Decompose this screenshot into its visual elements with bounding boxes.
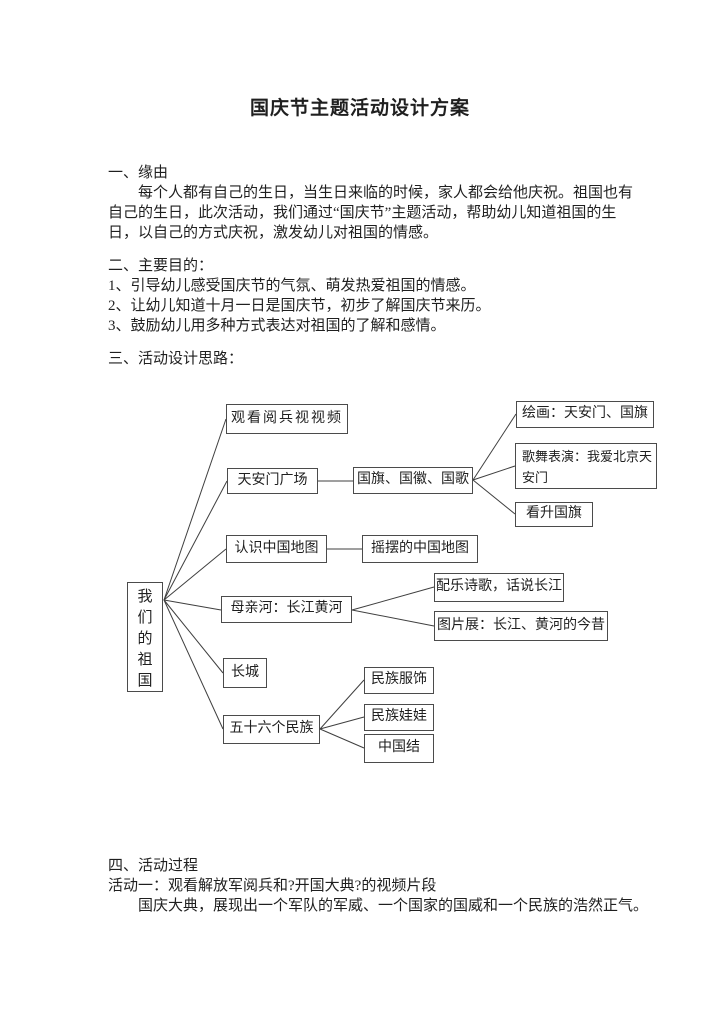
diagram-node-fifty-six-ethnic-groups: 五十六个民族 — [223, 715, 320, 744]
diagram-node-chinese-knot: 中国结 — [364, 734, 434, 763]
diagram-node-watch-flag-raising: 看升国旗 — [515, 502, 593, 527]
section-goals-heading: 二、主要目的： — [108, 258, 214, 274]
diagram-node-watch-parade-video: 观看阅兵视视频 — [226, 404, 348, 434]
activity-one-description: 国庆大典，展现出一个军队的军威、一个国家的国威和一个民族的浩然正气。 — [138, 898, 649, 914]
diagram-node-our-motherland: 我们的祖国 — [127, 582, 163, 692]
diagram-node-mother-rivers: 母亲河：长江黄河 — [221, 596, 352, 623]
diagram-node-great-wall: 长城 — [223, 658, 267, 688]
diagram-node-poetry-yangtze: 配乐诗歌，话说长江 — [434, 573, 564, 602]
paragraph-line: 日，以自己的方式庆祝，激发幼儿对祖国的情感。 — [108, 225, 439, 241]
goal-item: 2、让幼儿知道十月一日是国庆节，初步了解国庆节来历。 — [108, 298, 491, 314]
section-process-heading: 四、活动过程 — [108, 858, 199, 874]
diagram-node-tiananmen-square: 天安门广场 — [227, 468, 318, 494]
diagram-node-swinging-china-map: 摇摆的中国地图 — [362, 535, 478, 563]
diagram-node-photo-exhibit-rivers: 图片展：长江、黄河的今昔 — [434, 611, 608, 641]
diagram-node-flag-emblem-anthem: 国旗、国徽、国歌 — [353, 467, 473, 494]
section-process: 四、活动过程 活动一：观看解放军阅兵和?开国大典?的视频片段 国庆大典，展现出一… — [108, 856, 649, 916]
goal-item: 1、引导幼儿感受国庆节的气氛、萌发热爱祖国的情感。 — [108, 278, 476, 294]
diagram-node-ethnic-dolls: 民族娃娃 — [364, 704, 434, 731]
section-design-heading: 三、活动设计思路： — [108, 351, 244, 367]
section-goals: 二、主要目的： 1、引导幼儿感受国庆节的气氛、萌发热爱祖国的情感。 2、让幼儿知… — [108, 256, 620, 336]
activity-one-line: 活动一：观看解放军阅兵和?开国大典?的视频片段 — [108, 878, 437, 894]
section-origin: 一、缘由 每个人都有自己的生日，当生日来临的时候，家人都会给他庆祝。祖国也有 自… — [108, 163, 634, 243]
paragraph-line: 自己的生日，此次活动，我们通过“国庆节”主题活动，帮助幼儿知道祖国的生 — [108, 205, 617, 221]
section-origin-heading: 一、缘由 — [108, 165, 169, 181]
diagram-node-drawing-tiananmen-flag: 绘画：天安门、国旗 — [516, 401, 654, 428]
diagram-node-know-china-map: 认识中国地图 — [226, 535, 327, 563]
diagram-node-label: 我们的祖国 — [137, 589, 153, 689]
document-title: 国庆节主题活动设计方案 — [249, 98, 470, 119]
diagram-node-ethnic-costume: 民族服饰 — [364, 667, 434, 694]
goal-item: 3、鼓励幼儿用多种方式表达对祖国的了解和感情。 — [108, 318, 446, 334]
diagram-node-song-dance-performance: 歌舞表演：我爱北京天安门 — [515, 443, 657, 489]
paragraph-line: 每个人都有自己的生日，当生日来临的时候，家人都会给他庆祝。祖国也有 — [138, 185, 634, 201]
section-design: 三、活动设计思路： — [108, 349, 620, 369]
